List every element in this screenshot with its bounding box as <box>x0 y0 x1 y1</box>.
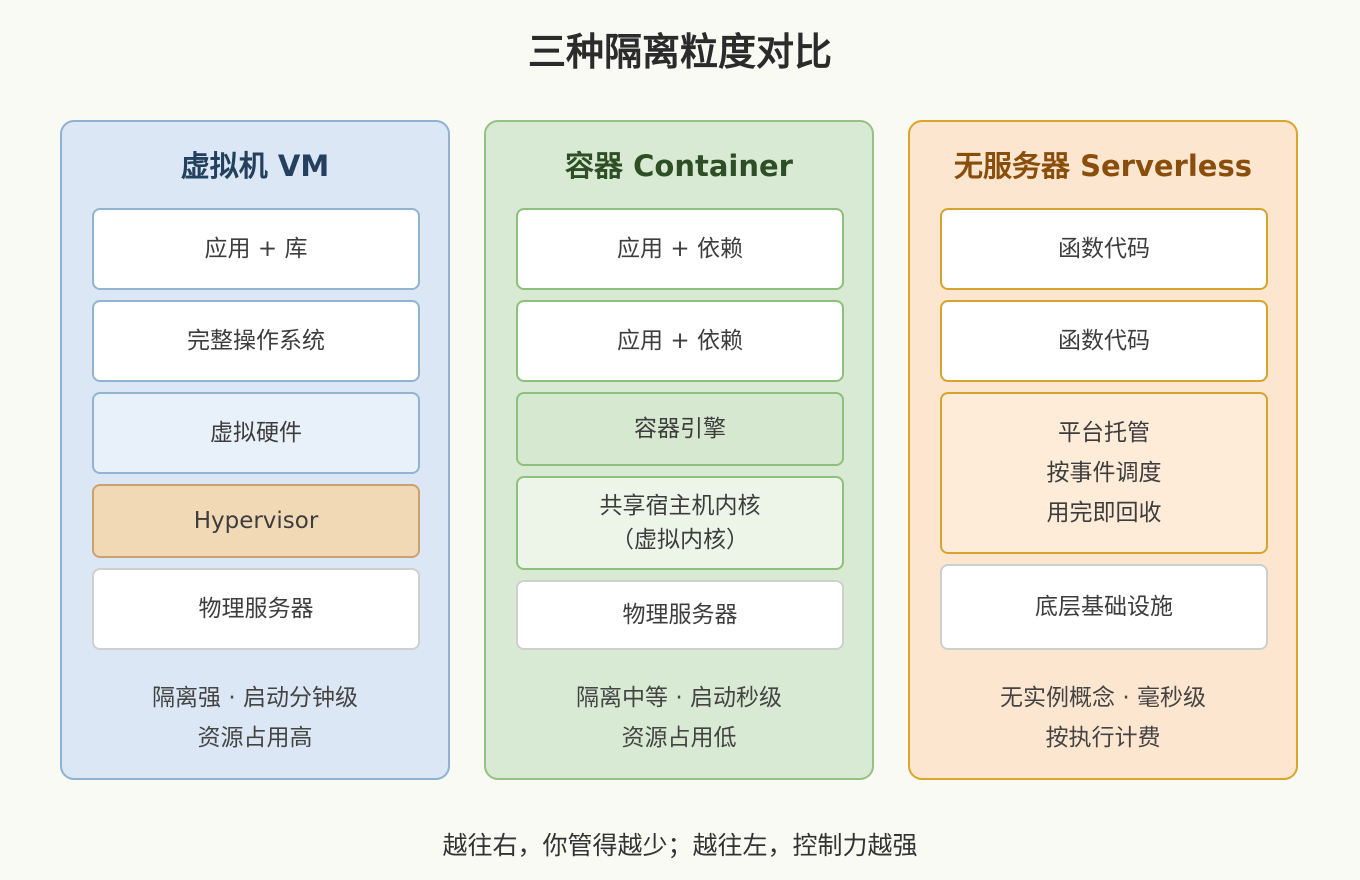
container-layer-engine-label: 容器引擎 <box>634 416 726 442</box>
container-layer-shared-kernel-line-1: 共享宿主机内核 <box>599 493 761 519</box>
serverless-layer-function-2: 函数代码 <box>940 300 1268 382</box>
vm-layer-os-label: 完整操作系统 <box>187 328 325 354</box>
serverless-layer-infrastructure-label: 底层基础设施 <box>1035 594 1173 620</box>
serverless-summary-line-2: 按执行计费 <box>1045 725 1161 751</box>
diagram-footer-note: 越往右，你管得越少；越往左，控制力越强 <box>442 831 918 860</box>
container-layer-physical-server-label: 物理服务器 <box>622 602 738 628</box>
serverless-layer-function-2-label: 函数代码 <box>1058 328 1150 354</box>
serverless-layer-function-1-label: 函数代码 <box>1058 236 1150 262</box>
vm-layer-physical-server: 物理服务器 <box>92 568 420 650</box>
serverless-layer-infrastructure: 底层基础设施 <box>940 564 1268 650</box>
vm-layer-virtual-hardware: 虚拟硬件 <box>92 392 420 474</box>
container-layer-shared-kernel-line-2: （虚拟内核） <box>611 527 749 553</box>
container-layer-app-2: 应用 + 依赖 <box>516 300 844 382</box>
vm-summary-line-1: 隔离强 · 启动分钟级 <box>152 685 358 711</box>
vm-layer-virtual-hardware-label: 虚拟硬件 <box>210 420 302 446</box>
serverless-layer-platform-line-3: 用完即回收 <box>1046 500 1162 526</box>
container-panel: 容器 Container 应用 + 依赖 应用 + 依赖 容器引擎 共享宿主机内… <box>484 120 874 780</box>
serverless-layer-platform: 平台托管 按事件调度 用完即回收 <box>940 392 1268 554</box>
serverless-summary-line-1: 无实例概念 · 毫秒级 <box>1000 685 1206 711</box>
container-layer-app-1: 应用 + 依赖 <box>516 208 844 290</box>
vm-layer-hypervisor: Hypervisor <box>92 484 420 558</box>
container-summary: 隔离中等 · 启动秒级 资源占用低 <box>486 678 872 758</box>
vm-summary: 隔离强 · 启动分钟级 资源占用高 <box>62 678 448 758</box>
vm-layer-os: 完整操作系统 <box>92 300 420 382</box>
container-layer-shared-kernel: 共享宿主机内核 （虚拟内核） <box>516 476 844 570</box>
vm-title: 虚拟机 VM <box>180 149 330 183</box>
vm-layer-app: 应用 + 库 <box>92 208 420 290</box>
vm-layer-physical-server-label: 物理服务器 <box>198 596 314 622</box>
container-title: 容器 Container <box>565 149 793 183</box>
serverless-layer-platform-line-2: 按事件调度 <box>1046 460 1162 486</box>
container-layer-engine: 容器引擎 <box>516 392 844 466</box>
vm-summary-line-2: 资源占用高 <box>197 725 313 751</box>
vm-layer-hypervisor-label: Hypervisor <box>193 508 319 534</box>
container-layer-app-2-label: 应用 + 依赖 <box>617 328 743 354</box>
serverless-panel: 无服务器 Serverless 函数代码 函数代码 平台托管 按事件调度 用完即… <box>908 120 1298 780</box>
container-summary-line-2: 资源占用低 <box>621 725 737 751</box>
diagram-title: 三种隔离粒度对比 <box>527 30 832 74</box>
vm-layer-app-label: 应用 + 库 <box>204 236 308 262</box>
serverless-layer-platform-line-1: 平台托管 <box>1058 420 1150 446</box>
serverless-title: 无服务器 Serverless <box>954 149 1252 183</box>
container-layer-physical-server: 物理服务器 <box>516 580 844 650</box>
vm-panel: 虚拟机 VM 应用 + 库 完整操作系统 虚拟硬件 Hypervisor 物理服… <box>60 120 450 780</box>
container-layer-app-1-label: 应用 + 依赖 <box>617 236 743 262</box>
serverless-layer-function-1: 函数代码 <box>940 208 1268 290</box>
serverless-summary: 无实例概念 · 毫秒级 按执行计费 <box>910 678 1296 758</box>
container-summary-line-1: 隔离中等 · 启动秒级 <box>576 685 782 711</box>
